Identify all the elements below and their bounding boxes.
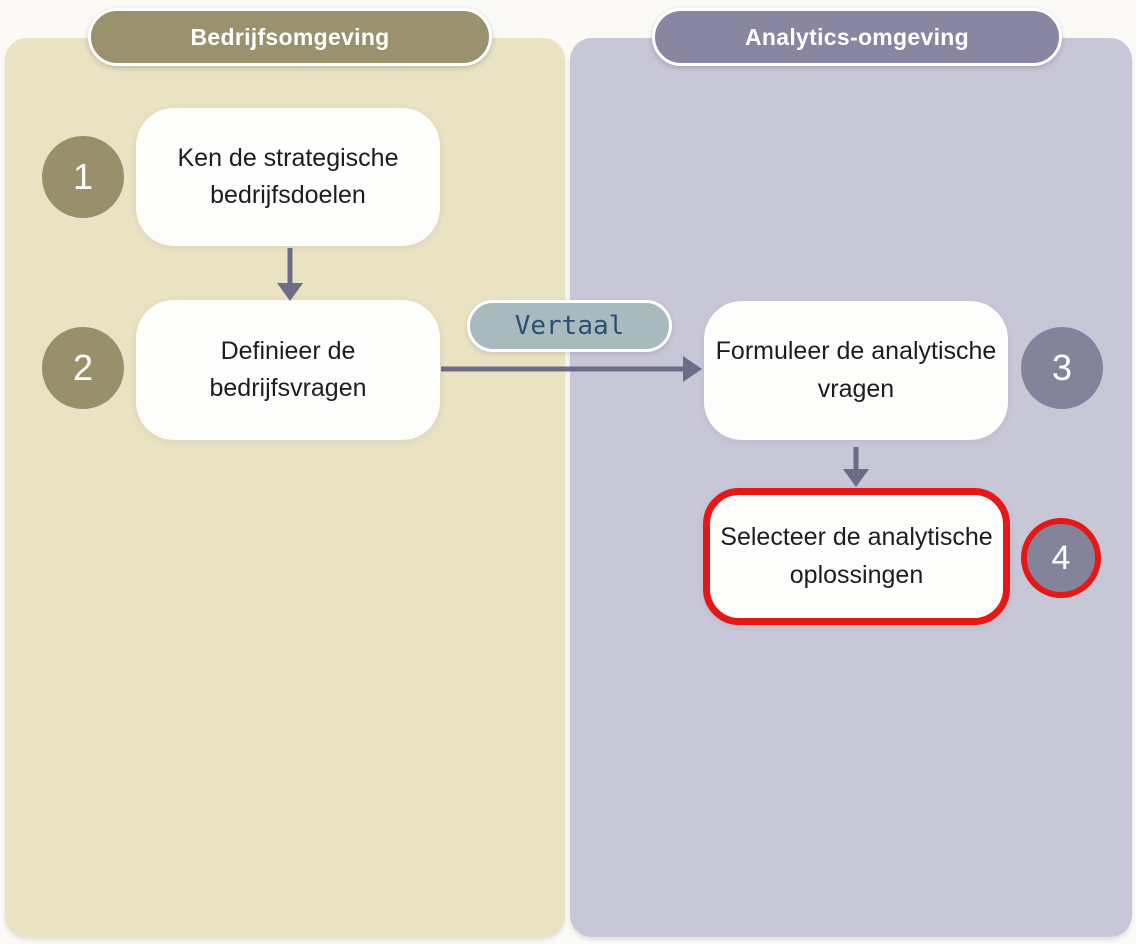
connector-label-text: Vertaal xyxy=(514,311,625,341)
step-1-number-badge: 1 xyxy=(42,136,124,218)
header-bedrijfsomgeving: Bedrijfsomgeving xyxy=(88,8,492,66)
arrow-right-icon xyxy=(441,356,702,382)
step-4-box-highlighted: Selecteer de analytische oplossingen xyxy=(703,488,1010,625)
step-2-label: Definieer de bedrijfsvragen xyxy=(209,336,367,403)
step-3-number: 3 xyxy=(1051,347,1073,388)
step-4-number: 4 xyxy=(1051,538,1071,577)
connector-label-vertaal: Vertaal xyxy=(467,300,672,352)
step-1-box: Ken de strategische bedrijfsdoelen xyxy=(136,108,440,246)
header-analytics-omgeving-label: Analytics-omgeving xyxy=(745,23,969,50)
step-3-box: Formuleer de analytische vragen xyxy=(704,301,1008,440)
step-1-label: Ken de strategische bedrijfsdoelen xyxy=(177,143,399,210)
panel-analytics-omgeving xyxy=(570,38,1132,937)
step-3-label: Formuleer de analytische vragen xyxy=(715,337,997,403)
arrow-down-icon xyxy=(277,248,303,301)
step-1-number: 1 xyxy=(72,156,94,197)
step-2-number: 2 xyxy=(72,347,94,388)
step-3-number-badge: 3 xyxy=(1021,327,1103,409)
header-analytics-omgeving: Analytics-omgeving xyxy=(652,8,1062,66)
header-bedrijfsomgeving-label: Bedrijfsomgeving xyxy=(190,23,390,50)
arrow-down-icon xyxy=(843,447,869,487)
step-2-box: Definieer de bedrijfsvragen xyxy=(136,300,440,440)
step-4-number-badge-highlighted: 4 xyxy=(1021,518,1101,598)
step-4-label: Selecteer de analytische oplossingen xyxy=(720,523,993,589)
step-2-number-badge: 2 xyxy=(42,327,124,409)
